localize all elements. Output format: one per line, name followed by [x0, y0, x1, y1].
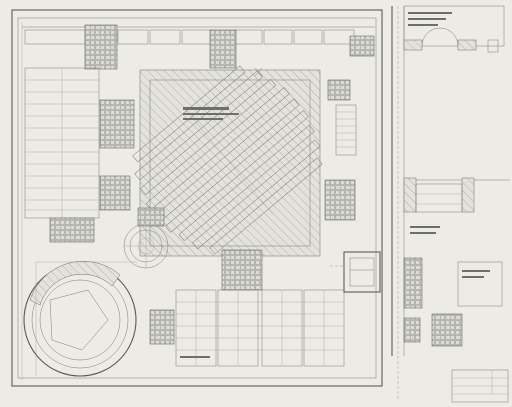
- inner-wall: [17, 17, 377, 379]
- paving-block: [324, 179, 356, 221]
- left-shelf-column: [24, 67, 100, 219]
- central-hall: [132, 65, 323, 257]
- outer-wall: [11, 9, 383, 387]
- stair-right: [335, 104, 357, 156]
- paving-block: [149, 309, 175, 345]
- main-plan: [11, 9, 383, 387]
- paving-block: [221, 249, 263, 291]
- lower-stacks: [175, 289, 345, 367]
- paving-block: [49, 217, 95, 243]
- paving-block: [349, 35, 375, 57]
- top-cabinet-row: [24, 29, 355, 45]
- section-drawing: [391, 5, 510, 400]
- circular-auditorium: [23, 261, 138, 377]
- title-block: [451, 369, 509, 403]
- paving-block: [84, 24, 118, 70]
- paving-block: [99, 175, 131, 211]
- paving-block: [99, 99, 135, 149]
- paving-block: [137, 207, 165, 227]
- paving-block: [327, 79, 351, 101]
- paving-block: [209, 29, 237, 69]
- round-pavilion: [123, 223, 169, 269]
- entry-vestibule: [343, 251, 381, 293]
